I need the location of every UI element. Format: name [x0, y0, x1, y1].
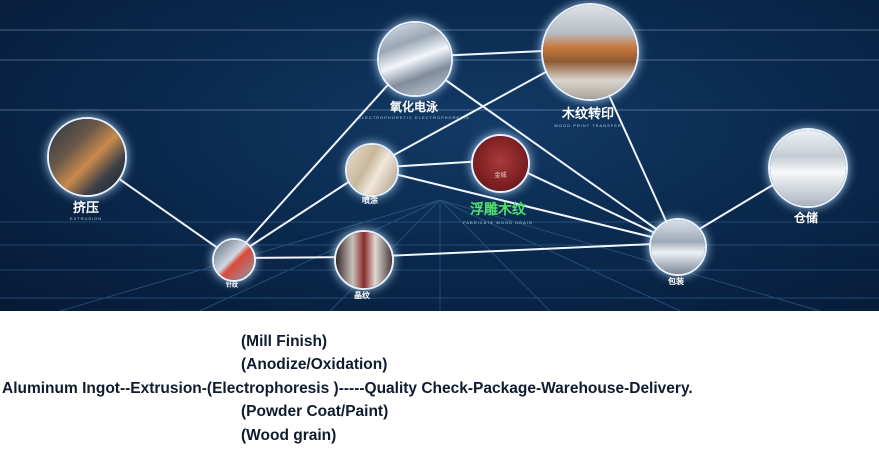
process-flow-text: (Mill Finish) (Anodize/Oxidation) Alumin…: [0, 311, 879, 453]
option-wood-grain: (Wood grain): [241, 427, 337, 444]
perspective-grid: [0, 199, 879, 311]
extrusion-label: 挤压: [72, 200, 100, 215]
electrophoresis-label: 氧化电泳: [389, 100, 439, 114]
warehouse-node-image: [768, 128, 848, 208]
fabrication-label: 晶纹: [354, 291, 370, 300]
extrusion-sublabel: EXTRUSION: [69, 216, 103, 221]
fabrication-node-image: [334, 230, 394, 290]
spraying-node-image: [345, 143, 399, 197]
cutting-label: 包装: [668, 277, 684, 286]
warehouse-label: 仓储: [793, 211, 819, 225]
small-left-label: 针纹: [225, 283, 239, 289]
small-left-node-image: [212, 238, 256, 282]
flow-prefix: Aluminum Ingot--Extrusion-: [2, 380, 207, 397]
process-network-graphic: 挤压 EXTRUSION 氧化电泳 ELECTROPHORETIC ELECTR…: [0, 0, 879, 311]
flow-middle: (Electrophoresis ): [206, 380, 339, 397]
cutting-node-image: [649, 218, 707, 276]
carving-node-image: 金城: [471, 134, 530, 193]
option-mill-finish: (Mill Finish): [241, 333, 328, 350]
carving-badge: 金城: [494, 173, 507, 179]
extrusion-node-image: [47, 117, 127, 197]
option-powder-coat: (Powder Coat/Paint): [241, 403, 389, 420]
option-anodize: (Anodize/Oxidation): [241, 356, 388, 373]
carving-label: 浮雕木纹: [470, 201, 526, 217]
wood-transfer-node-image: [541, 3, 639, 101]
flow-main-line: Aluminum Ingot--Extrusion-(Electrophores…: [2, 381, 693, 397]
spraying-label: 喷涂: [362, 196, 378, 205]
carving-sublabel: FABRICATE WOOD GRAIN: [463, 220, 533, 225]
wood-transfer-label: 木纹转印: [561, 106, 615, 121]
electrophoresis-sublabel: ELECTROPHORETIC ELECTROPHORESIS: [358, 115, 470, 120]
electrophoresis-node-image: [377, 21, 453, 97]
wood-transfer-sublabel: WOOD PRINT TRANSFER: [554, 123, 622, 128]
flow-suffix: -----Quality Check-Package-Warehouse-Del…: [338, 380, 693, 397]
